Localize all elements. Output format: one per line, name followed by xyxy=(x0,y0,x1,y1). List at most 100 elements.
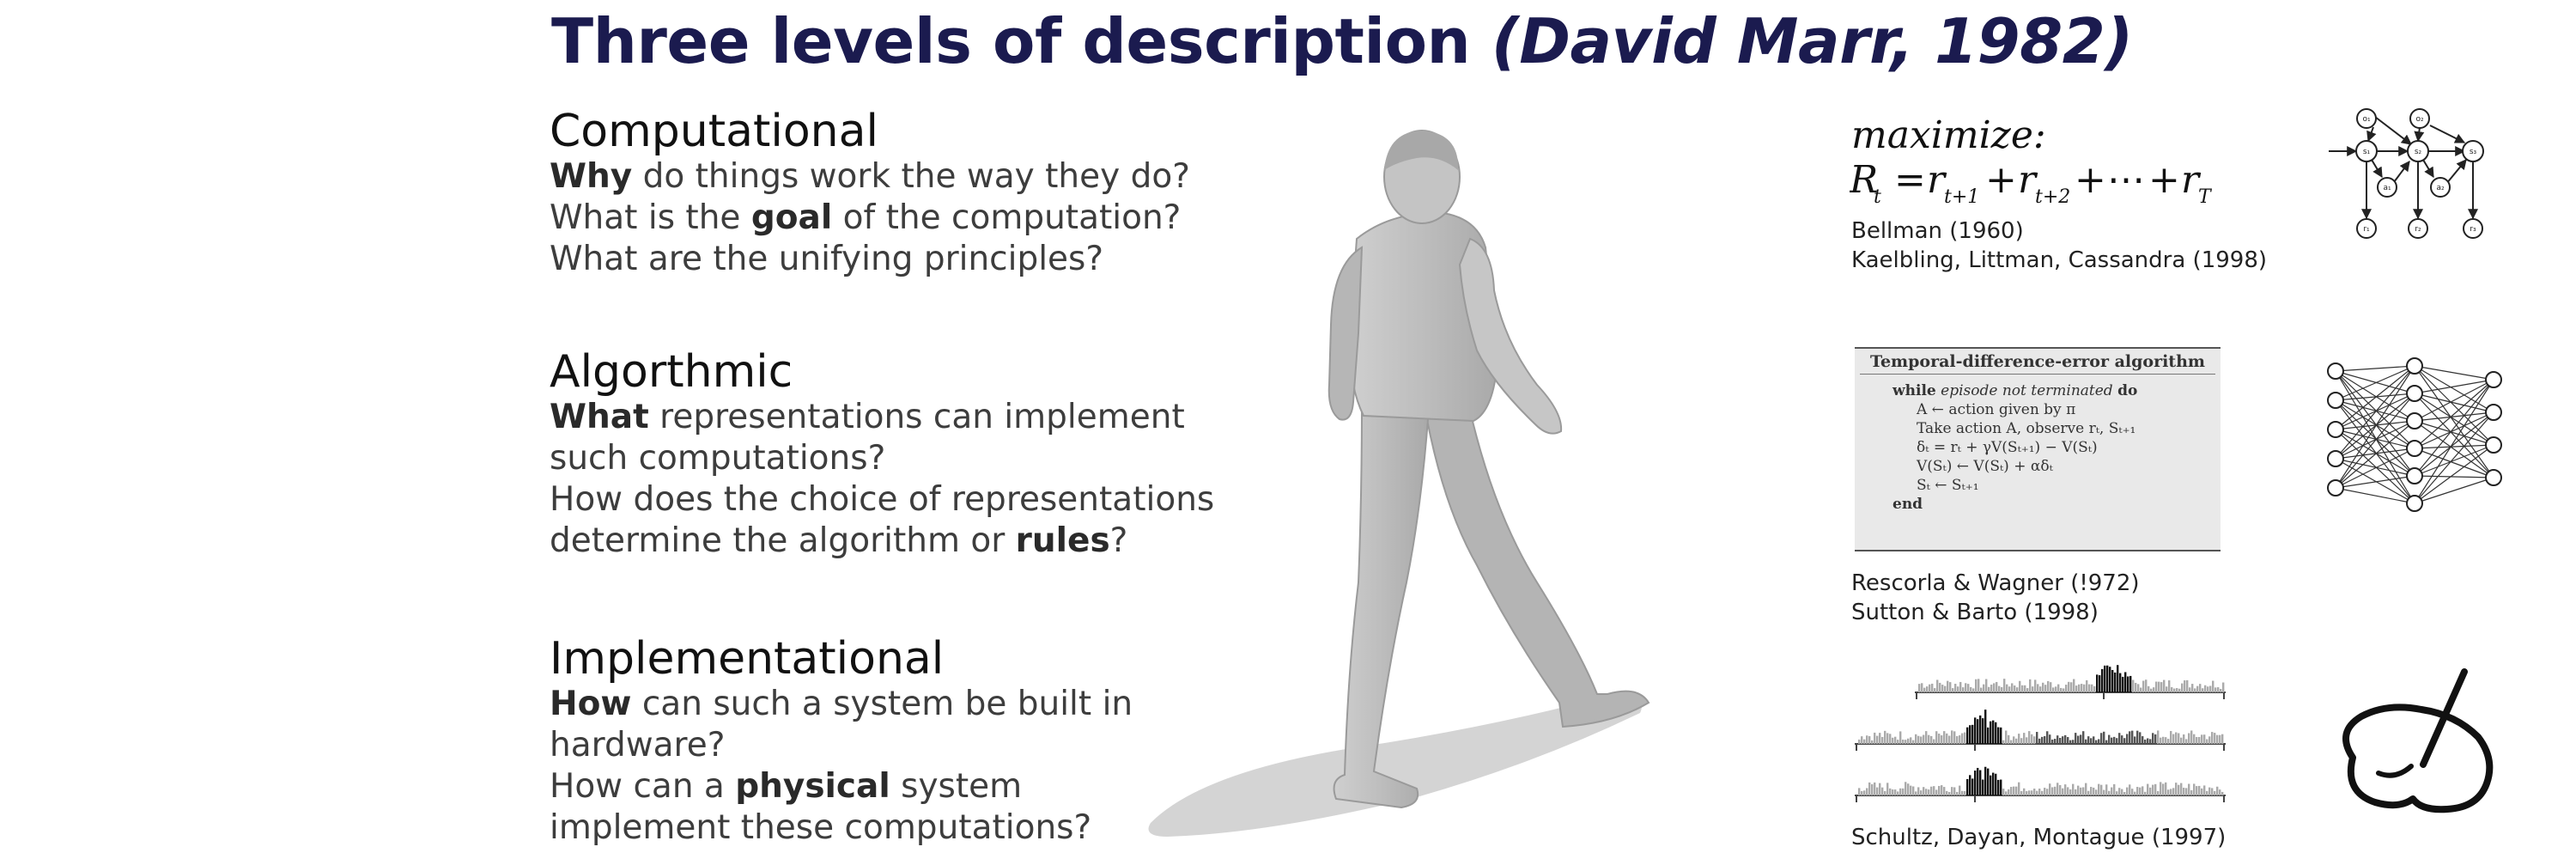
network-node xyxy=(2406,467,2423,484)
network-edge xyxy=(2414,475,2494,478)
histogram-bar xyxy=(1868,782,1871,795)
histogram-bar xyxy=(2181,683,2184,692)
histogram-bar xyxy=(2180,783,2183,795)
level-algorithmic: Algorthmic What representations can impl… xyxy=(550,347,1214,562)
text-fragment: can such a system be built in xyxy=(631,685,1133,723)
histogram-bar xyxy=(2175,732,2178,744)
histogram-bar xyxy=(1974,717,1977,744)
histogram-bar xyxy=(1892,737,1894,744)
histogram-bar xyxy=(1939,682,1941,692)
histogram-bar xyxy=(2184,680,2186,692)
network-edge xyxy=(2335,365,2415,401)
histogram-bar xyxy=(2163,679,2166,692)
histogram-bar xyxy=(2103,789,2105,795)
histogram-bar xyxy=(2069,740,2072,744)
network-edge xyxy=(2335,429,2415,504)
network-edge xyxy=(2414,444,2494,449)
network-edge xyxy=(2335,370,2415,394)
histogram-bar xyxy=(2033,789,2036,795)
histogram-bar xyxy=(2147,738,2149,744)
histogram-bar xyxy=(2032,686,2034,692)
text-fragment: ? xyxy=(1109,521,1128,560)
histogram-bar xyxy=(2026,688,2029,692)
td-line: Sₜ ← Sₜ₊₁ xyxy=(1917,477,1979,494)
histogram-bar xyxy=(1918,684,1921,692)
histogram-bar xyxy=(2111,787,2113,795)
network-edge xyxy=(2414,365,2494,478)
network-edge xyxy=(2335,365,2415,430)
histogram-bar xyxy=(2010,787,2013,795)
histogram-bar xyxy=(2131,730,2134,744)
network-edge xyxy=(2335,399,2415,422)
histogram-bar xyxy=(1974,771,1977,795)
histogram-bar xyxy=(2051,739,2054,744)
histogram-bar xyxy=(1993,683,1996,692)
histogram-bar xyxy=(1953,731,1956,744)
network-node xyxy=(2327,421,2344,438)
network-edge xyxy=(2335,420,2415,489)
computational-references: Bellman (1960) Kaelbling, Littman, Cassa… xyxy=(1851,216,2267,275)
network-edge xyxy=(2414,420,2494,446)
histogram-bar xyxy=(2093,787,2095,795)
histogram-bar xyxy=(2189,687,2191,692)
histogram-bar xyxy=(2180,737,2183,744)
histogram-bar xyxy=(2124,672,2127,692)
histogram-bar xyxy=(2212,680,2215,692)
histogram-bar xyxy=(2005,730,2008,744)
histogram-bar xyxy=(1943,731,1946,744)
network-node xyxy=(2327,362,2344,380)
level-text-line: determine the algorithm or rules? xyxy=(550,521,1214,562)
histogram-bar xyxy=(2085,783,2087,795)
histogram-bar xyxy=(1941,735,1943,744)
histogram-bar xyxy=(1920,736,1923,744)
histogram-bar xyxy=(2008,734,2010,744)
histogram-bar xyxy=(2075,733,2077,744)
histogram-bar xyxy=(1925,731,1928,744)
histogram-bar xyxy=(2072,783,2075,795)
brain-with-electrode-icon xyxy=(2342,668,2494,813)
histogram-bar xyxy=(2090,787,2093,795)
implementational-reference: Schultz, Dayan, Montague (1997) xyxy=(1851,825,2227,850)
histogram-bar xyxy=(2073,679,2075,692)
histogram-bar xyxy=(2220,688,2222,692)
histogram-bar xyxy=(2020,738,2023,744)
histogram-bar xyxy=(2068,681,2070,692)
histogram-bar xyxy=(1930,735,1933,744)
histogram-bar xyxy=(1982,718,1984,744)
network-nodes xyxy=(2327,357,2502,512)
histogram-bar xyxy=(2077,785,2080,795)
histogram-bar xyxy=(2185,788,2188,795)
histogram-bar xyxy=(2090,738,2093,744)
histogram-bar xyxy=(2221,791,2224,795)
histogram-bar xyxy=(1959,735,1961,744)
title-citation: (David Marr, 1982) xyxy=(1491,5,2133,77)
histogram-bar xyxy=(2109,667,2111,692)
histogram-bar xyxy=(2186,679,2189,692)
histogram-bar xyxy=(1995,773,1997,795)
histogram-bar xyxy=(2172,788,2175,795)
histogram-bar xyxy=(1871,783,1874,795)
histogram-bar xyxy=(2178,688,2181,692)
level-text-line: What representations can implement xyxy=(550,397,1214,438)
histogram-bar xyxy=(1876,735,1879,744)
node-label: s₂ xyxy=(2415,148,2422,156)
histogram-bar xyxy=(2069,789,2072,795)
graph-node xyxy=(2408,218,2428,239)
histogram-bar xyxy=(1954,684,1957,692)
histogram-bar xyxy=(2191,684,2194,692)
histogram-bar xyxy=(1941,785,1943,795)
level-text-line: How can such a system be built in xyxy=(550,684,1133,725)
histogram-bar xyxy=(2065,685,2068,692)
histogram-bar xyxy=(2144,739,2147,744)
histogram-bar xyxy=(1910,785,1912,795)
level-text-line: such computations? xyxy=(550,439,886,478)
histogram-bar xyxy=(1944,685,1947,692)
text-fragment: of the computation? xyxy=(832,198,1182,237)
network-node xyxy=(2406,412,2423,430)
network-edge xyxy=(2414,379,2494,422)
histogram-bar xyxy=(2158,681,2160,692)
histogram-bar xyxy=(1941,685,1944,692)
histogram-bar xyxy=(2014,685,2016,692)
histogram-bar xyxy=(2052,687,2055,692)
histogram-bar xyxy=(1886,733,1889,744)
